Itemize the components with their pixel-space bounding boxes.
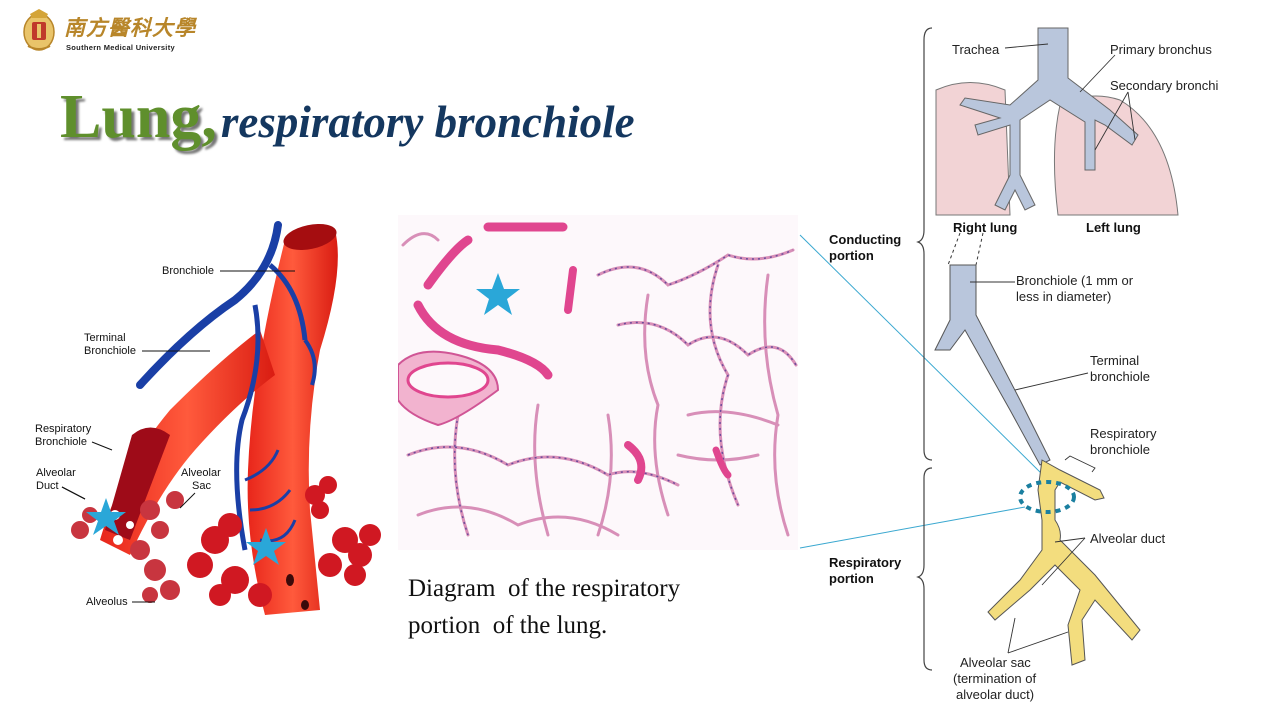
label-respiratory-portion-2: portion	[829, 571, 874, 586]
label-alveolar-sac-2: (termination of	[953, 671, 1037, 686]
label-trachea: Trachea	[952, 42, 1000, 57]
university-logo: 南方醫科大學 Southern Medical University	[22, 8, 202, 58]
label-bronchiole-1: Bronchiole (1 mm or	[1016, 273, 1134, 288]
star-marker	[246, 528, 286, 565]
caption-line-1: Diagram of the respiratory	[408, 575, 681, 602]
label-conducting-portion-2: portion	[829, 248, 874, 263]
label-terminal-bronchiole-2: Bronchiole	[84, 345, 136, 357]
label-alveolar-sac-1: Alveolar	[181, 467, 221, 479]
label-terminal-bronchiole-2: bronchiole	[1090, 369, 1150, 384]
label-respiratory-bronchiole-1: Respiratory	[1090, 426, 1157, 441]
label-alveolar-duct: Alveolar duct	[1090, 531, 1166, 546]
bronchiole-illustration: Bronchiole Terminal Bronchiole Respirato…	[20, 210, 400, 630]
label-alveolus: Alveolus	[86, 596, 128, 608]
histology-micrograph	[397, 215, 798, 550]
university-emblem-icon	[23, 9, 55, 51]
star-marker	[476, 273, 520, 315]
connector-line-upper	[799, 234, 1046, 478]
title-main: Lung,	[60, 83, 217, 151]
airway-diagram-art	[916, 27, 1179, 671]
university-name-chinese: 南方醫科大學	[64, 15, 196, 40]
label-terminal-bronchiole-1: Terminal	[84, 332, 126, 344]
bronchiole-illustration-art	[61, 221, 381, 615]
label-alveolar-sac-3: alveolar duct)	[956, 687, 1035, 702]
label-right-lung: Right lung	[953, 220, 1018, 235]
label-alveolar-duct-2: Duct	[36, 480, 59, 492]
label-left-lung: Left lung	[1086, 220, 1141, 235]
label-respiratory-bronchiole-1: Respiratory	[35, 423, 92, 435]
university-name-english: Southern Medical University	[66, 43, 175, 52]
label-respiratory-portion-1: Respiratory	[829, 555, 902, 570]
connector-line-lower	[799, 506, 1026, 549]
label-secondary-bronchi: Secondary bronchi	[1110, 78, 1219, 93]
histology-image	[397, 222, 798, 537]
label-bronchiole-2: less in diameter)	[1016, 289, 1112, 304]
highlight-ellipse	[1018, 480, 1076, 514]
label-alveolar-sac-1: Alveolar sac	[960, 655, 1031, 670]
label-bronchiole: Bronchiole	[162, 265, 214, 277]
star-marker	[86, 498, 126, 535]
label-respiratory-bronchiole-2: bronchiole	[1090, 442, 1150, 457]
label-respiratory-bronchiole-2: Bronchiole	[35, 436, 87, 448]
label-conducting-portion-1: Conducting	[829, 232, 902, 247]
slide-title: Lung,respiratory bronchiole	[60, 82, 635, 153]
label-terminal-bronchiole-1: Terminal	[1090, 353, 1140, 368]
title-subtitle: respiratory bronchiole	[220, 97, 635, 147]
figure-caption: Diagram of the respiratory portion of th…	[408, 570, 748, 644]
caption-line-2: portion of the lung.	[408, 612, 608, 639]
airway-diagram: Trachea Primary bronchus Secondary bronc…	[810, 20, 1250, 720]
label-alveolar-duct-1: Alveolar	[36, 467, 76, 479]
label-primary-bronchus: Primary bronchus	[1110, 42, 1212, 57]
label-alveolar-sac-2: Sac	[192, 480, 211, 492]
